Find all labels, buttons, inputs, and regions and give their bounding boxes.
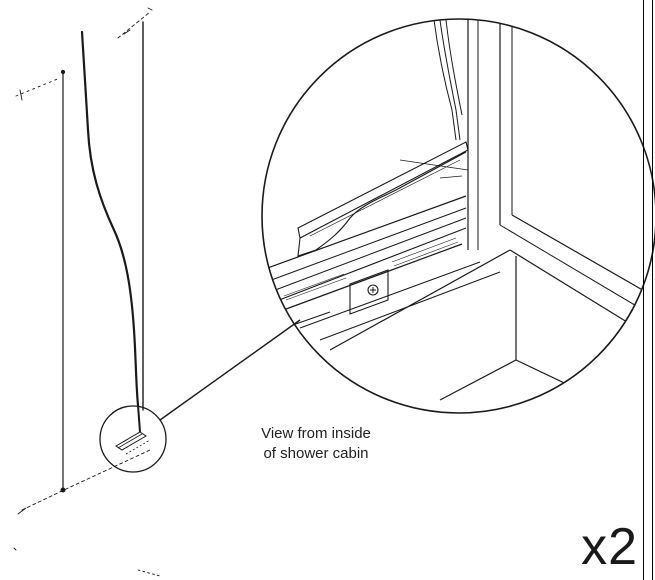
glass-edge (80, 30, 140, 407)
top-dashed-line (117, 11, 151, 39)
quantity-label: x2 (581, 518, 638, 576)
detail-callout-circle (99, 404, 167, 473)
zoom-detail (261, 18, 655, 414)
view-caption: View from inside of shower cabin (246, 424, 386, 464)
bottom-dashed-line (21, 449, 151, 511)
leader-line (159, 319, 301, 421)
zoom-circle-border (261, 18, 655, 414)
page-border-bar (643, 0, 653, 580)
profile-assembly (13, 7, 161, 577)
caption-line-2: of shower cabin (263, 445, 369, 462)
left-dashed-line (15, 77, 61, 97)
caption-line-1: View from inside (261, 425, 371, 442)
